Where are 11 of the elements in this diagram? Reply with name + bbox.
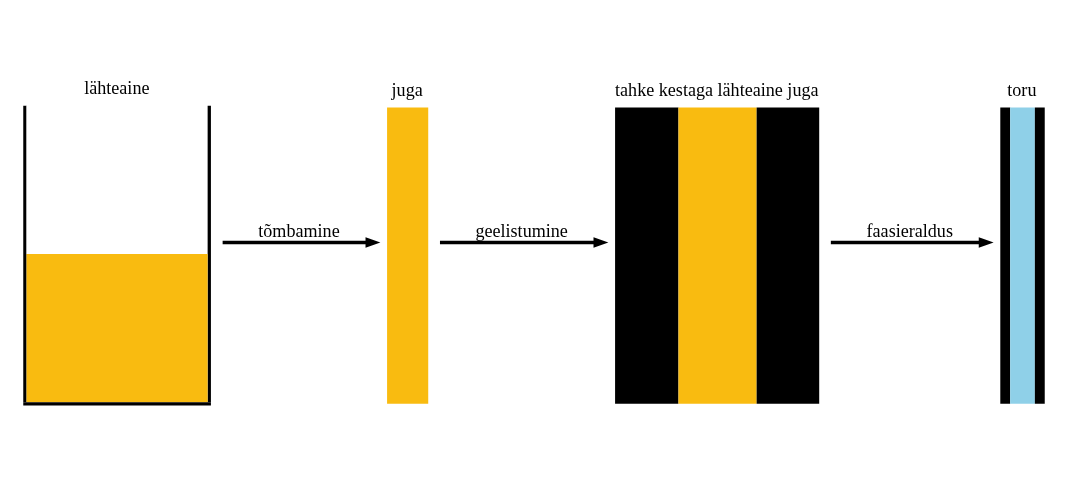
edge-label: geelistumine	[475, 220, 568, 241]
edge-label: faasieraldus	[866, 220, 953, 241]
arrow	[440, 236, 609, 248]
node-label: toru	[1007, 79, 1037, 100]
edge-label: tõmbamine	[258, 220, 340, 241]
node-text: lähteaine	[84, 77, 150, 98]
node-box	[387, 107, 429, 404]
node-label: juga	[391, 79, 423, 100]
arrow	[830, 236, 994, 248]
arrow	[222, 236, 381, 248]
node-label: tahke kestaga lähteaine juga	[615, 79, 819, 100]
